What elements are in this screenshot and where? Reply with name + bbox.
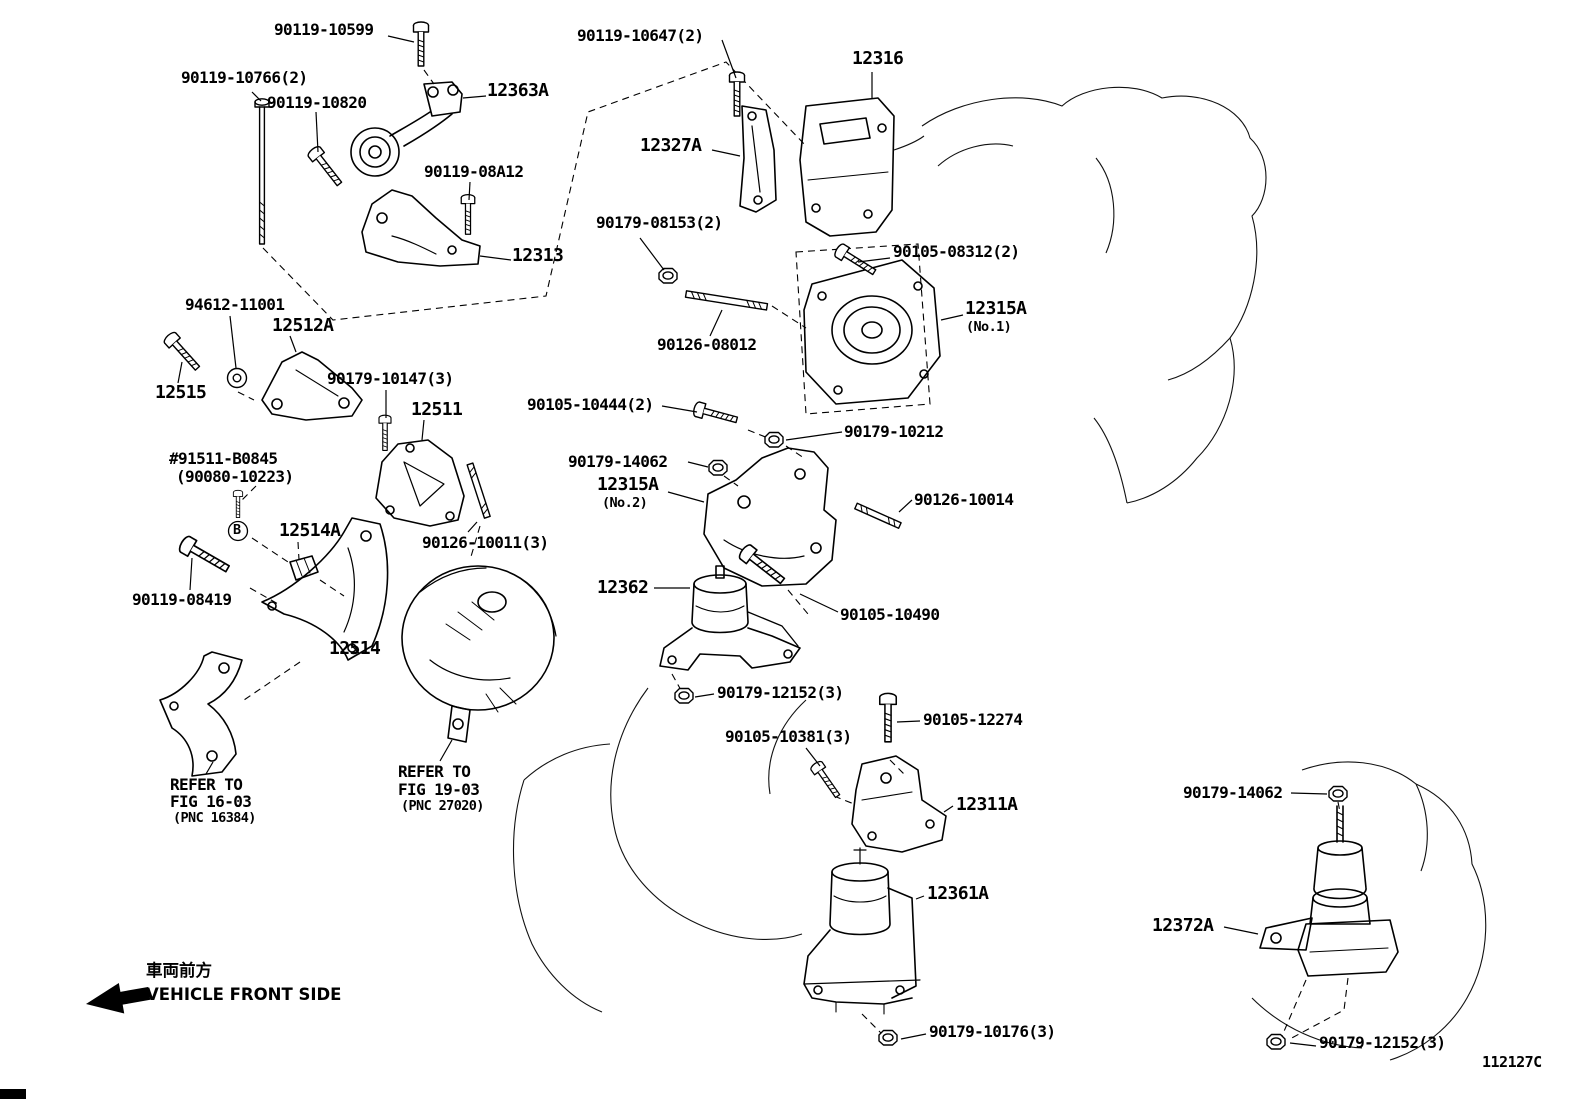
part-label: 90179-10212	[844, 422, 944, 441]
part-label: 12515	[155, 382, 207, 403]
part-label: 12514A	[279, 520, 341, 541]
bolt-90105-12274-drawing	[878, 692, 898, 743]
part-12313-drawing	[361, 189, 481, 267]
part-label: 12327A	[640, 135, 702, 156]
part-fig16-03-bracket-drawing	[159, 651, 243, 777]
part-label: 90179-08153(2)	[596, 213, 723, 232]
part-label: 12316	[852, 48, 904, 69]
nut-90179-10176-drawing	[878, 1029, 898, 1046]
part-label: 90105-10381(3)	[725, 727, 852, 746]
part-12315A-no1-drawing	[803, 259, 941, 405]
bolt-90119-08419-drawing	[176, 533, 233, 578]
part-label: 90119-10820	[267, 93, 367, 112]
part-label: 90179-14062	[1183, 783, 1283, 802]
bolt-90105-10381-drawing	[808, 758, 844, 801]
bolt-90119-10766-drawing	[254, 98, 270, 245]
part-label: 90119-10766(2)	[181, 68, 308, 87]
part-12327A-drawing	[739, 105, 777, 213]
leader-lines	[177, 35, 1328, 1047]
bolt-90179-10147-drawing	[378, 414, 392, 452]
corner-mark	[0, 1089, 26, 1099]
nut-90179-14062-right-drawing	[1328, 785, 1348, 802]
part-label: 90119-08A12	[424, 162, 524, 181]
part-label: 90119-10647(2)	[577, 26, 704, 45]
dashed-guides	[237, 61, 1349, 1041]
washer-94612-11001-drawing	[226, 367, 248, 389]
part-12372A-drawing	[1259, 805, 1399, 977]
part-12512A-drawing	[261, 351, 363, 421]
part-label: 90126-10014	[914, 490, 1014, 509]
nut-90179-12152-right-drawing	[1266, 1033, 1286, 1050]
part-label: 12361A	[927, 883, 989, 904]
part-label: FIG 16-03	[170, 792, 252, 811]
part-label: 12311A	[956, 794, 1018, 815]
part-12514A-drawing	[289, 555, 319, 581]
part-label: 90119-08419	[132, 590, 232, 609]
engine-outline-drawing	[512, 86, 1487, 1061]
part-label: REFER TO	[170, 775, 243, 794]
part-fig19-03-alternator-drawing	[401, 565, 557, 743]
figure-code: 112127C	[1482, 1053, 1542, 1071]
part-label: 90105-10444(2)	[527, 395, 654, 414]
part-label: 90119-10599	[274, 20, 374, 39]
part-label: 90105-08312(2)	[893, 242, 1020, 261]
nut-90179-14062-left-drawing	[708, 459, 728, 476]
part-label: B	[233, 522, 241, 538]
part-label: 90126-10011(3)	[422, 533, 549, 552]
part-label: 94612-11001	[185, 295, 285, 314]
nut-90179-12152-left-drawing	[674, 687, 694, 704]
part-12315A-no2-drawing	[703, 447, 837, 587]
part-label: (PNC 16384)	[173, 810, 256, 826]
bolt-90119-10599-drawing	[412, 21, 430, 67]
part-label: 12313	[512, 245, 564, 266]
part-12511-drawing	[375, 439, 465, 527]
part-label: 12315A	[965, 298, 1027, 319]
part-label: (90080-10223)	[176, 467, 294, 486]
stud-90126-10011-drawing	[466, 462, 491, 519]
front-note-jp: 車両前方	[146, 961, 212, 980]
part-label: 90179-12152(3)	[1319, 1033, 1446, 1052]
bolt-91511-B0845-drawing	[227, 489, 249, 542]
part-12311A-drawing	[851, 755, 947, 853]
part-label: (PNC 27020)	[401, 798, 484, 814]
part-label: 12514	[329, 638, 381, 659]
stud-90126-08012-drawing	[684, 290, 769, 311]
part-label: 90105-12274	[923, 710, 1023, 729]
part-label: 90179-10147(3)	[327, 369, 454, 388]
part-label: 12511	[411, 399, 463, 420]
part-12361A-drawing	[803, 847, 921, 1015]
part-label: 12362	[597, 577, 649, 598]
bolt-90119-10820-drawing	[305, 143, 347, 190]
part-label: (No.2)	[602, 495, 648, 511]
part-label: FIG 19-03	[398, 780, 480, 799]
part-label: 12363A	[487, 80, 549, 101]
bolt-12515-drawing	[161, 329, 204, 375]
front-arrow-icon	[86, 982, 151, 1014]
part-label: (No.1)	[966, 319, 1012, 335]
part-label: REFER TO	[398, 762, 471, 781]
nut-90179-10212-drawing	[764, 431, 784, 448]
part-12316-drawing	[799, 97, 895, 237]
part-12514-drawing	[261, 517, 389, 661]
part-12362-drawing	[659, 565, 801, 671]
part-label: 12512A	[272, 315, 334, 336]
stud-90126-10014-drawing	[854, 502, 902, 529]
part-label: 12372A	[1152, 915, 1214, 936]
part-label: 90179-12152(3)	[717, 683, 844, 702]
part-label: 90126-08012	[657, 335, 757, 354]
front-note-en: VEHICLE FRONT SIDE	[146, 985, 342, 1004]
nut-90179-08153-drawing	[658, 267, 678, 284]
part-label: 12315A	[597, 474, 659, 495]
part-label: 90179-14062	[568, 452, 668, 471]
bolt-90119-08A12-drawing	[460, 193, 476, 235]
part-label: 90105-10490	[840, 605, 940, 624]
part-label: #91511-B0845	[169, 449, 278, 468]
part-12363A-drawing	[350, 81, 463, 177]
part-label: 90179-10176(3)	[929, 1022, 1056, 1041]
bolt-90105-10444-drawing	[691, 400, 740, 428]
